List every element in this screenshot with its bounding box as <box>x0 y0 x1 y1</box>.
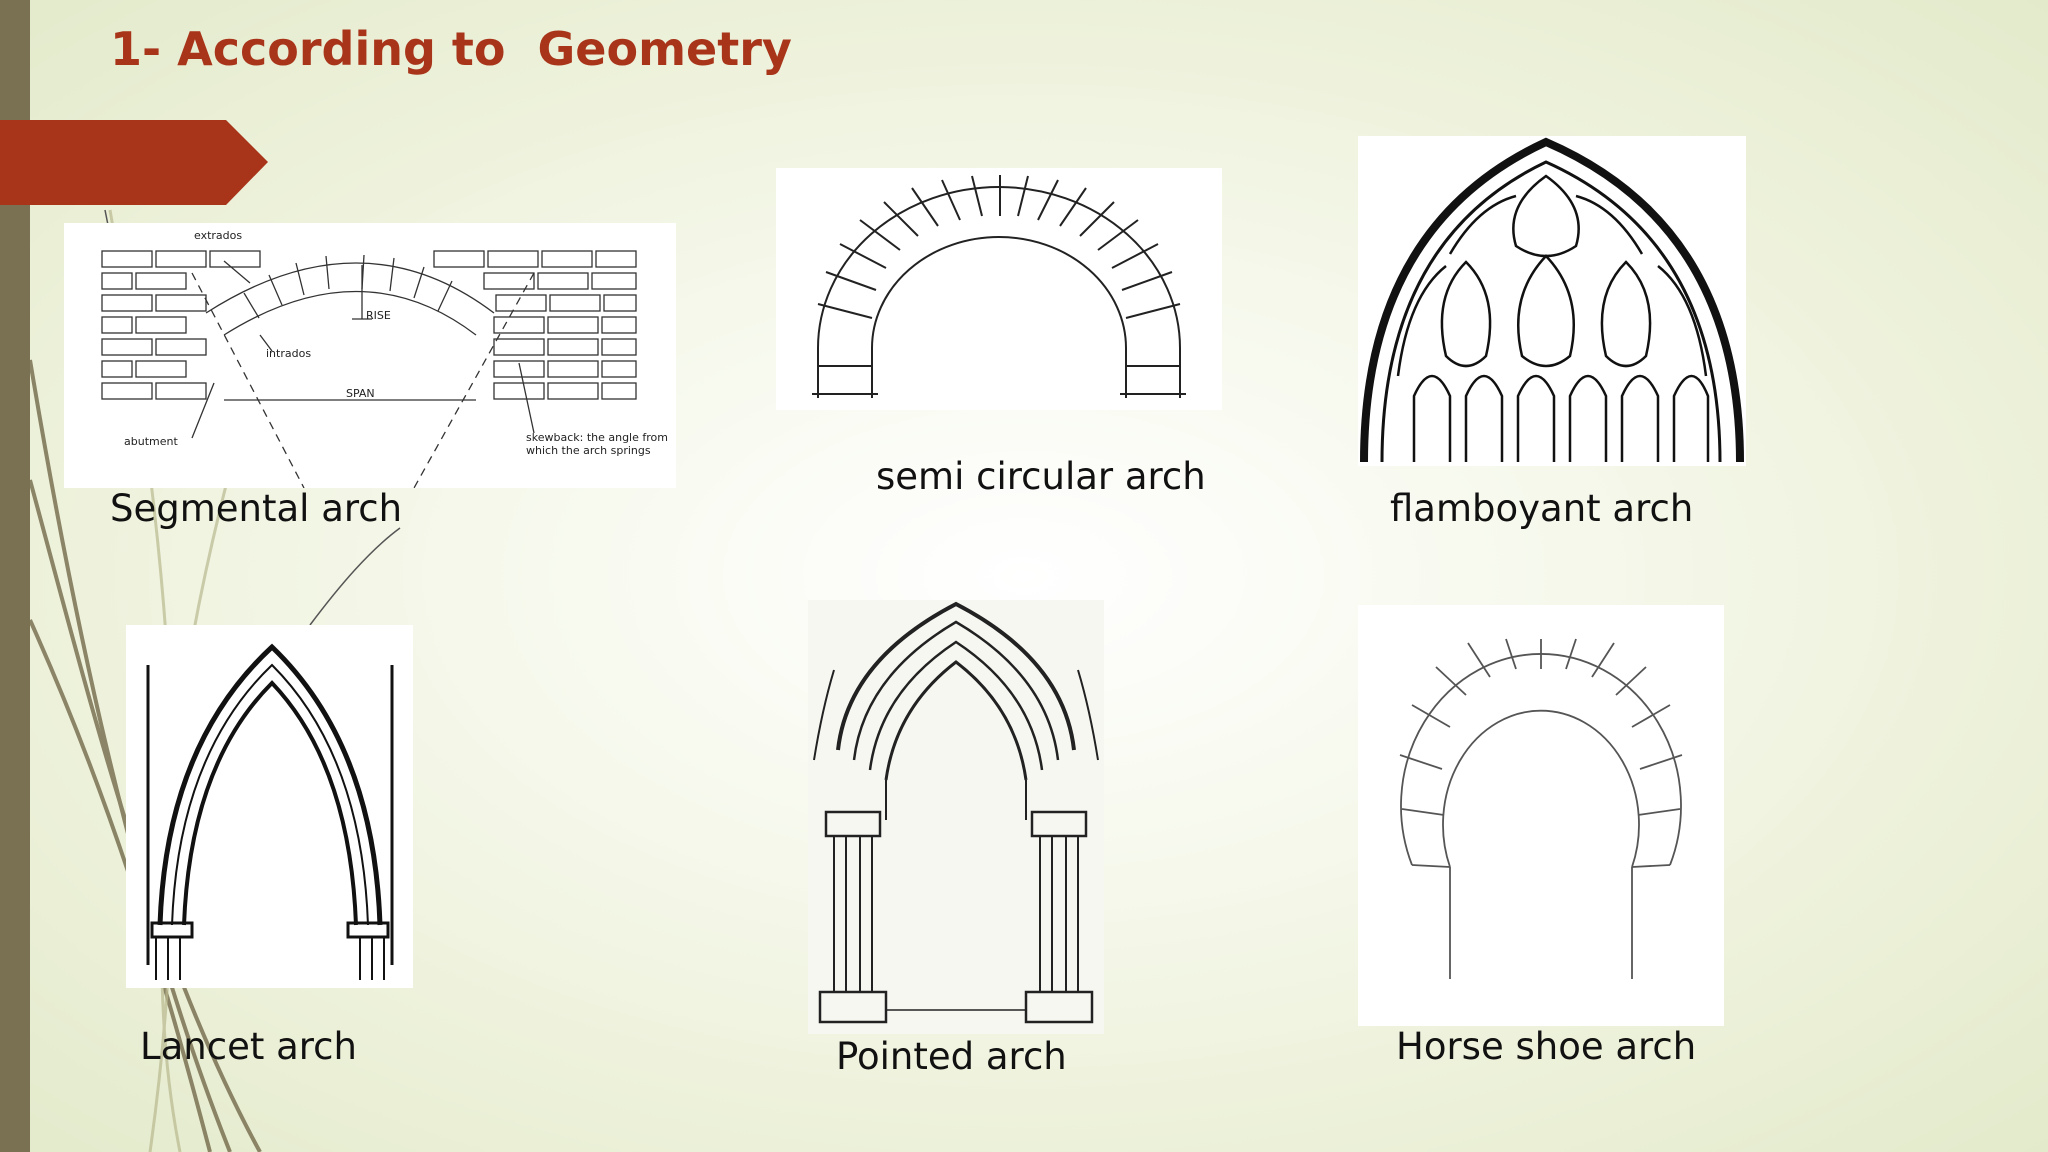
label-abutment: abutment <box>124 435 178 448</box>
label-skewback-line-1: skewback: the angle from <box>526 431 668 444</box>
flamboyant-arch-figure <box>1358 136 1746 466</box>
segmental-arch-drawing: extrados RISE intrados SPAN abutment ske… <box>101 229 668 488</box>
label-span: SPAN <box>346 387 375 400</box>
lancet-arch-drawing <box>146 643 394 980</box>
lancet-arch-figure <box>126 625 413 988</box>
pointed-arch-figure <box>808 600 1104 1034</box>
pointed-arch-drawing <box>808 600 1104 1034</box>
lancet-arch-caption: Lancet arch <box>140 1025 357 1068</box>
flamboyant-arch-drawing <box>1360 137 1744 463</box>
horseshoe-arch-figure <box>1358 605 1724 1026</box>
segmental-arch-caption: Segmental arch <box>110 487 403 530</box>
segmental-arch-figure: extrados RISE intrados SPAN abutment ske… <box>64 223 676 488</box>
label-skewback-line-2: which the arch springs <box>526 444 651 457</box>
semicircular-arch-drawing <box>812 175 1186 398</box>
semicircular-arch-figure <box>776 168 1222 410</box>
semicircular-arch-caption: semi circular arch <box>876 455 1206 498</box>
label-extrados: extrados <box>194 229 242 242</box>
pointed-arch-caption: Pointed arch <box>836 1035 1067 1078</box>
label-intrados: intrados <box>266 347 311 360</box>
horseshoe-arch-drawing <box>1399 638 1683 979</box>
flamboyant-arch-caption: flamboyant arch <box>1390 487 1694 530</box>
title-banner-arrow <box>0 120 268 205</box>
horseshoe-arch-caption: Horse shoe arch <box>1396 1025 1697 1068</box>
label-rise: RISE <box>366 309 391 322</box>
slide-title: 1- According to Geometry <box>110 22 792 76</box>
